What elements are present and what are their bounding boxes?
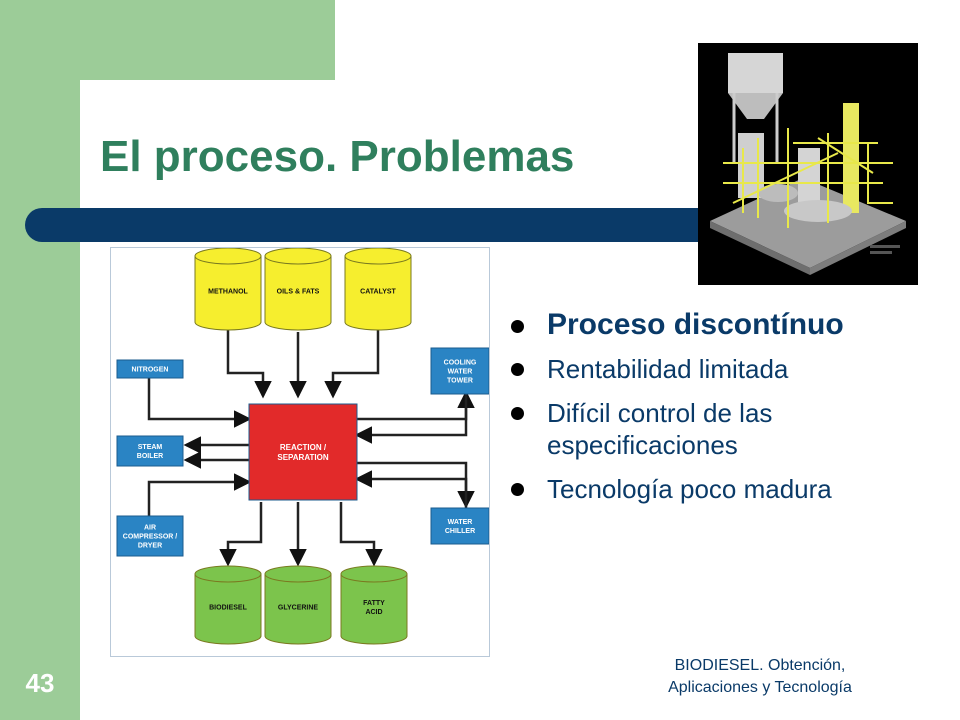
utility-box-left-label: STEAM bbox=[138, 444, 163, 451]
utility-box-left-label: BOILER bbox=[137, 453, 163, 460]
reactor-box-label: SEPARATION bbox=[277, 453, 328, 462]
process-flow-diagram: METHANOL OILS & FATS CATALYST REACTION /SEP… bbox=[110, 247, 490, 657]
utility-box-right-label: COOLING bbox=[444, 359, 477, 366]
utility-box-right-label: TOWER bbox=[447, 377, 473, 384]
input-tank-label: CATALYST bbox=[360, 288, 396, 295]
slide-title: El proceso. Problemas bbox=[100, 132, 575, 181]
page-number: 43 bbox=[25, 668, 55, 698]
footer-line: Aplicaciones y Tecnología bbox=[668, 679, 852, 696]
reactor-box bbox=[248, 403, 358, 501]
content-corner bbox=[80, 80, 200, 200]
output-tank bbox=[194, 565, 262, 645]
output-tank-label: GLYCERINE bbox=[278, 604, 319, 611]
left-green-band bbox=[0, 0, 80, 720]
utility-box-left-label: NITROGEN bbox=[132, 366, 169, 373]
bullet-item: Proceso discontínuo bbox=[507, 307, 867, 343]
plant-3d-image bbox=[698, 43, 918, 285]
bullet-item: Rentabilidad limitada bbox=[507, 353, 867, 385]
output-tank bbox=[264, 565, 332, 645]
output-tank bbox=[340, 565, 408, 645]
utility-box-left bbox=[116, 435, 184, 467]
utility-box-left-label: COMPRESSOR / bbox=[123, 533, 178, 540]
utility-box-right bbox=[430, 347, 489, 395]
input-tank-label: METHANOL bbox=[208, 288, 248, 295]
output-tank-label: BIODIESEL bbox=[209, 604, 247, 611]
utility-box-right-label: CHILLER bbox=[445, 528, 475, 535]
top-green-band bbox=[0, 0, 335, 80]
input-tank bbox=[344, 248, 412, 331]
utility-box-left bbox=[116, 359, 184, 379]
utility-box-right-label: WATER bbox=[448, 368, 473, 375]
utility-box-left-label: DRYER bbox=[138, 542, 162, 549]
utility-box-right-label: WATER bbox=[448, 519, 473, 526]
utility-box-left-label: AIR bbox=[144, 524, 156, 531]
bullet-item: Tecnología poco madura bbox=[507, 473, 867, 505]
utility-box-left bbox=[116, 515, 184, 557]
output-tank-label: ACID bbox=[365, 609, 382, 616]
output-tank-label: FATTY bbox=[363, 600, 385, 607]
footer-caption: BIODIESEL. Obtención, Aplicaciones y Tec… bbox=[640, 655, 880, 699]
bullet-item: Difícil control de las especificaciones bbox=[507, 397, 867, 461]
reactor-box-label: REACTION / bbox=[280, 443, 327, 452]
title-underline-bar bbox=[25, 208, 745, 242]
input-tank-label: OILS & FATS bbox=[277, 288, 320, 295]
input-tank bbox=[194, 248, 262, 331]
bullet-list: Proceso discontínuo Rentabilidad limitad… bbox=[507, 307, 867, 517]
input-tank bbox=[264, 248, 332, 331]
footer-line: BIODIESEL. Obtención, bbox=[674, 657, 846, 674]
utility-box-right bbox=[430, 507, 489, 545]
